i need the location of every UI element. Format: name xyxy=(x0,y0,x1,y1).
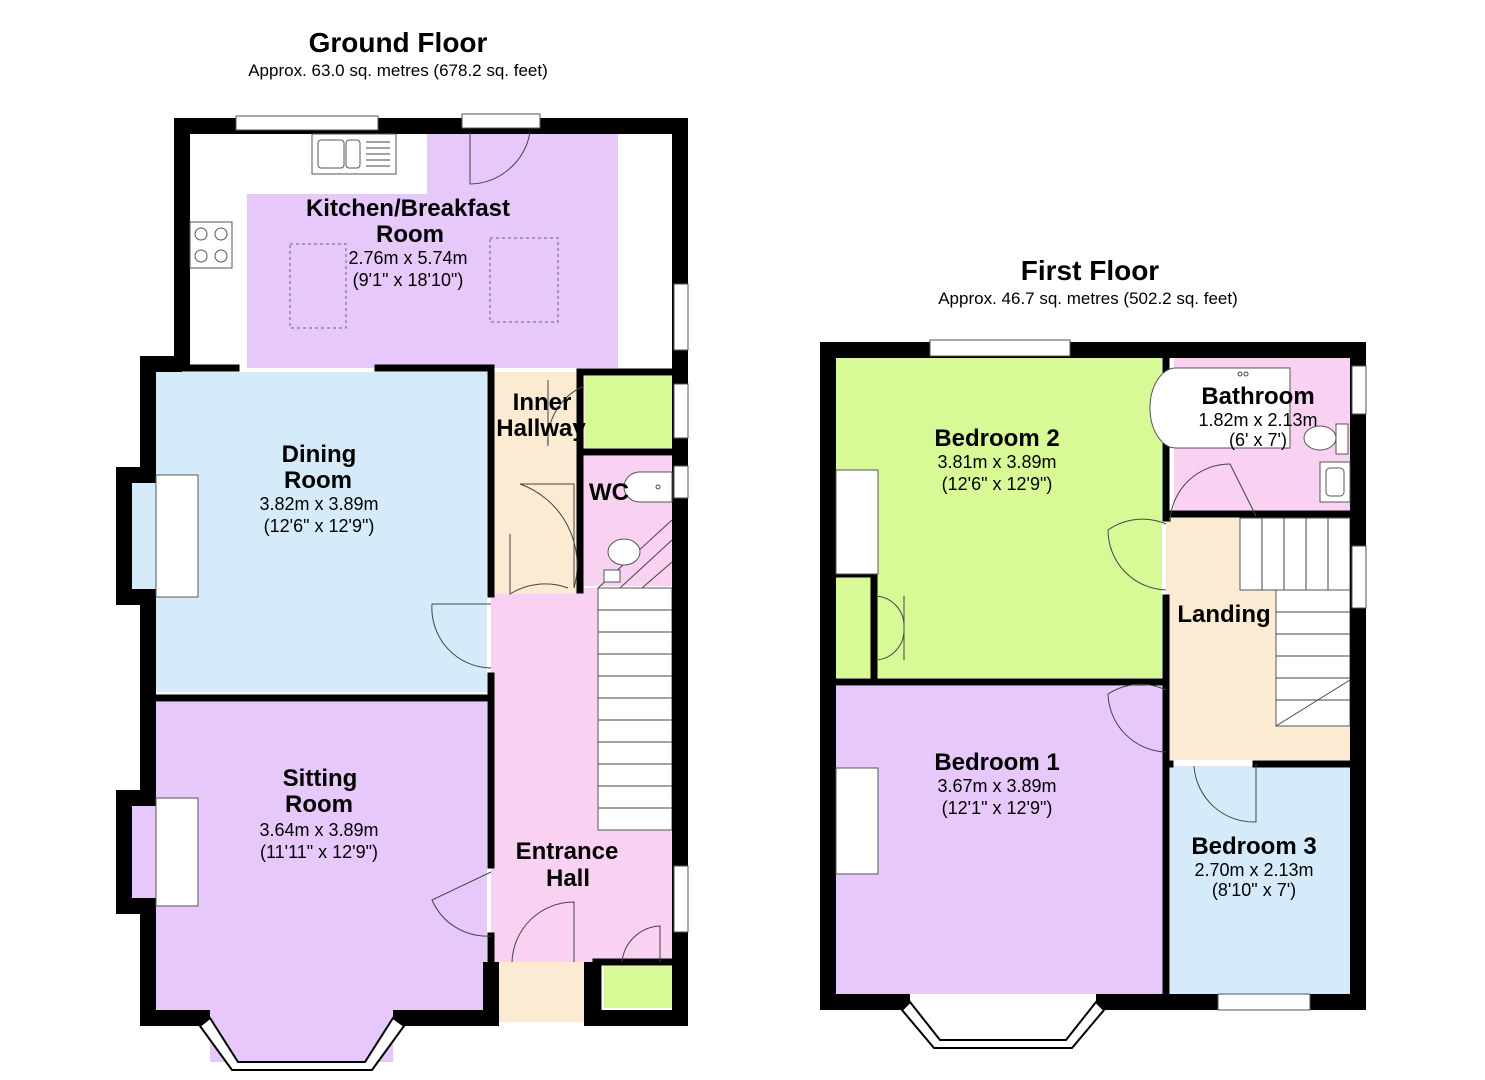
bedroom1-dim-m: 3.67m x 3.89m xyxy=(937,776,1056,796)
sitting-dim-ft: (11'11" x 12'9") xyxy=(260,842,378,862)
bedroom1-chimney-breast xyxy=(835,767,879,875)
inner-hallway-fill xyxy=(491,372,585,594)
bedroom1-bay-window xyxy=(900,1000,1106,1049)
bedroom3-name: Bedroom 3 xyxy=(1191,833,1316,860)
kitchen-table-right xyxy=(489,237,559,323)
kitchen-fill xyxy=(247,134,618,368)
bedroom1-dim-ft: (12'1" x 12'9") xyxy=(942,798,1053,818)
inner-hallway-name-1: Inner xyxy=(513,389,572,416)
bedroom2-fill xyxy=(836,358,1162,678)
first-outer-wall xyxy=(820,342,1366,1010)
first-stairs xyxy=(1239,517,1351,727)
inner-hallway-name-2: Hallway xyxy=(496,415,586,442)
first-floor-labels: First Floor Approx. 46.7 sq. metres (502… xyxy=(934,255,1317,900)
sitting-dim-m: 3.64m x 3.89m xyxy=(259,820,378,840)
dining-dim-ft: (12'6" x 12'9") xyxy=(264,516,375,536)
bedroom2-wardrobe xyxy=(835,469,879,575)
first-floor xyxy=(820,339,1367,1049)
ground-floor xyxy=(116,113,689,1071)
sitting-fill xyxy=(156,702,487,1062)
ground-floor-labels: Ground Floor Approx. 63.0 sq. metres (67… xyxy=(248,27,629,892)
landing-name: Landing xyxy=(1177,601,1270,628)
sitting-name-2: Room xyxy=(285,791,353,818)
bathroom-dim-m: 1.82m x 2.13m xyxy=(1198,410,1317,430)
sitting-bay-fill xyxy=(132,798,158,906)
first-floor-area: Approx. 46.7 sq. metres (502.2 sq. feet) xyxy=(938,289,1238,308)
kitchen-window xyxy=(235,115,379,131)
bedroom2-name: Bedroom 2 xyxy=(934,425,1059,452)
bedroom3-fill xyxy=(1170,766,1350,994)
kitchen-dim-m: 2.76m x 5.74m xyxy=(348,248,467,268)
kitchen-sink-icon xyxy=(311,133,397,175)
sitting-bay-window xyxy=(198,1016,406,1071)
wc-basin-icon xyxy=(623,471,673,503)
meter-cupboard-fill xyxy=(604,966,672,1008)
dining-name-2: Room xyxy=(284,467,352,494)
kitchen-dim-ft: (9'1" x 18'10") xyxy=(353,270,464,290)
entrance-hall-name-2: Hall xyxy=(546,865,590,892)
bedroom2-dim-ft: (12'6" x 12'9") xyxy=(942,474,1053,494)
bedroom3-dim-ft: (8'10" x 7') xyxy=(1212,880,1296,900)
bedroom1-fill xyxy=(836,686,1166,994)
bedroom2-dim-m: 3.81m x 3.89m xyxy=(937,452,1056,472)
dining-chimney-breast xyxy=(155,474,199,598)
entrance-hall-name-1: Entrance xyxy=(516,838,619,865)
ground-outer-wall xyxy=(174,118,688,1026)
wc-name: WC xyxy=(589,479,629,506)
dining-fill xyxy=(156,372,487,692)
porch-fill xyxy=(491,962,585,1022)
inner-hallway-closet-fill xyxy=(585,376,672,448)
landing-window xyxy=(1351,545,1367,609)
kitchen-back-door-frame xyxy=(461,113,541,129)
closet-window xyxy=(673,383,689,439)
hob-icon xyxy=(189,221,233,269)
bath-icon xyxy=(1149,367,1291,449)
hall-window xyxy=(673,865,689,933)
kitchen-table-left xyxy=(289,243,347,329)
wc-toilet-icon xyxy=(603,538,641,583)
bedroom2-window xyxy=(929,339,1071,357)
ground-floor-area: Approx. 63.0 sq. metres (678.2 sq. feet) xyxy=(248,61,548,80)
ground-floor-title: Ground Floor xyxy=(309,27,488,58)
first-floor-title: First Floor xyxy=(1021,255,1160,286)
dining-name-1: Dining xyxy=(282,441,357,468)
kitchen-name-1: Kitchen/Breakfast xyxy=(306,195,510,222)
bedroom1-name: Bedroom 1 xyxy=(934,749,1059,776)
bathroom-name: Bathroom xyxy=(1201,383,1314,410)
bedroom3-window xyxy=(1217,993,1311,1011)
kitchen-name-2: Room xyxy=(376,221,444,248)
bedroom3-dim-m: 2.70m x 2.13m xyxy=(1194,860,1313,880)
wc-window xyxy=(673,465,689,499)
bathroom-basin-icon xyxy=(1319,461,1351,503)
bathroom-toilet-icon xyxy=(1303,423,1349,455)
ground-stairs xyxy=(597,519,673,831)
sitting-name-1: Sitting xyxy=(283,765,358,792)
bathroom-dim-ft: (6' x 7') xyxy=(1229,430,1287,450)
sitting-chimney-breast xyxy=(155,797,199,907)
kitchen-side-window xyxy=(673,283,689,351)
dining-dim-m: 3.82m x 3.89m xyxy=(259,494,378,514)
entrance-hall-fill xyxy=(491,588,672,962)
bathroom-window xyxy=(1351,365,1367,415)
dining-bay-fill xyxy=(132,475,158,597)
